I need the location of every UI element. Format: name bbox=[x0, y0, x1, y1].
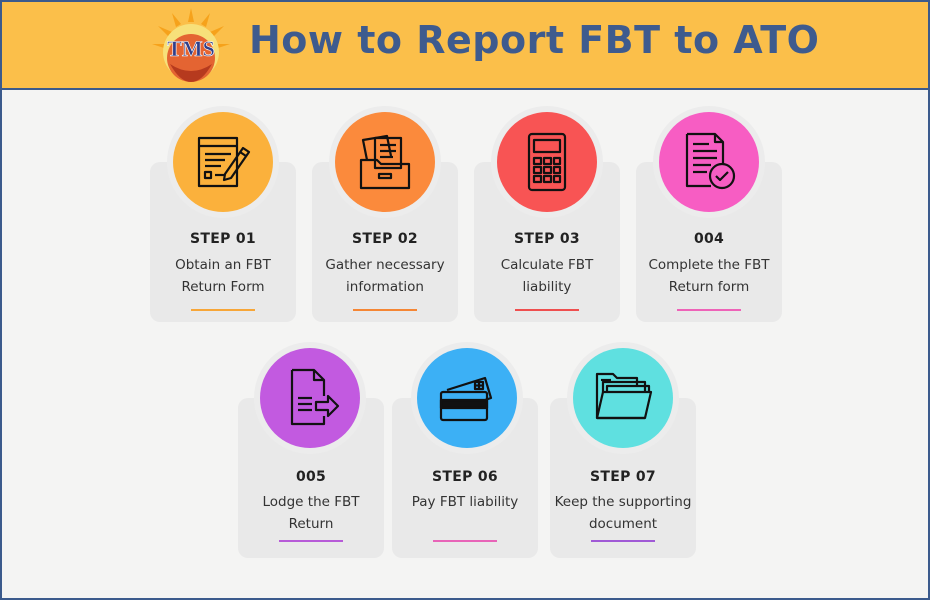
step-badge-3 bbox=[491, 106, 603, 218]
step-circle bbox=[173, 112, 273, 212]
tms-logo: TMS bbox=[152, 8, 230, 82]
step-description-line1: Lodge the FBT bbox=[262, 494, 360, 510]
step-description-line2: Return form bbox=[668, 279, 750, 295]
step-underline bbox=[353, 309, 417, 311]
step-underline bbox=[279, 540, 343, 542]
step-badge-6 bbox=[411, 342, 523, 454]
step-label: STEP 07 bbox=[590, 469, 656, 485]
step-description-line1: Calculate FBT bbox=[500, 257, 594, 273]
step-badge-7 bbox=[567, 342, 679, 454]
step-label: STEP 01 bbox=[190, 231, 256, 247]
header-banner: TMS How to Report FBT to ATO bbox=[2, 2, 928, 90]
svg-text:TMS: TMS bbox=[167, 36, 215, 61]
step-badge-1 bbox=[167, 106, 279, 218]
step-description-line1: Gather necessary bbox=[325, 257, 445, 273]
step-label: STEP 03 bbox=[514, 231, 580, 247]
folder-files-icon bbox=[595, 372, 653, 420]
step-badge-4 bbox=[653, 106, 765, 218]
sun-rays bbox=[152, 8, 230, 49]
document-check-icon bbox=[685, 132, 736, 190]
step-underline bbox=[515, 309, 579, 311]
step-circle bbox=[497, 112, 597, 212]
folder-documents-icon bbox=[359, 134, 411, 190]
step-underline bbox=[433, 540, 497, 542]
step-underline bbox=[591, 540, 655, 542]
step-description-line2: document bbox=[588, 516, 658, 532]
step-badge-2 bbox=[329, 106, 441, 218]
step-circle bbox=[659, 112, 759, 212]
step-label: STEP 02 bbox=[352, 231, 418, 247]
step-circle bbox=[335, 112, 435, 212]
calculator-icon bbox=[527, 132, 567, 192]
step-description-line2: Return Form bbox=[181, 279, 265, 295]
step-circle bbox=[417, 348, 517, 448]
step-circle bbox=[260, 348, 360, 448]
step-badge-5 bbox=[254, 342, 366, 454]
step-description-line1: Pay FBT liability bbox=[411, 494, 519, 510]
step-label: 004 bbox=[693, 231, 725, 247]
step-description-line2: Return bbox=[288, 516, 334, 532]
step-description-line2: liability bbox=[522, 279, 572, 295]
step-description-line1: Obtain an FBT bbox=[175, 257, 271, 273]
step-circle bbox=[573, 348, 673, 448]
credit-card-icon bbox=[439, 376, 493, 422]
form-edit-icon bbox=[197, 136, 251, 188]
step-label: 005 bbox=[295, 469, 327, 485]
step-label: STEP 06 bbox=[432, 469, 498, 485]
step-description-line2: information bbox=[346, 279, 424, 295]
document-send-icon bbox=[290, 368, 340, 426]
step-underline bbox=[677, 309, 741, 311]
step-description-line1: Keep the supporting bbox=[554, 494, 692, 510]
step-description-line1: Complete the FBT bbox=[648, 257, 770, 273]
page-title: How to Report FBT to ATO bbox=[249, 18, 820, 62]
step-underline bbox=[191, 309, 255, 311]
